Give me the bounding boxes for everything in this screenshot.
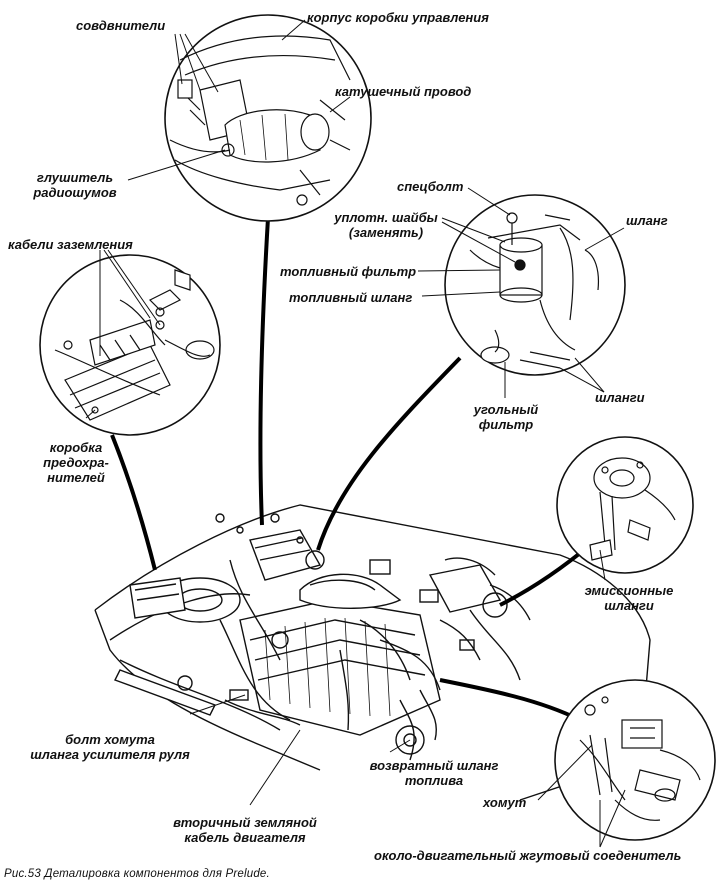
label-charcoal-filter-line1: угольный [473, 402, 539, 417]
label-radio-suppressor-line1: глушитель [36, 170, 114, 185]
detail-circle-harness [554, 679, 716, 841]
detail-circle-emission [556, 436, 694, 574]
label-emission-hoses-line2: шланги [604, 598, 654, 613]
label-coil-wire: катушечный провод [335, 84, 472, 99]
label-fuel-return-hose: возвратный шланг топлива [360, 758, 508, 788]
label-ps-clamp-bolt: болт хомута шланга усилителя руля [15, 732, 205, 762]
detail-circle-ground-cables [39, 254, 221, 436]
label-sealing-washers: уплотн. шайбы (заменять) [325, 210, 447, 240]
figure-caption: Рис.53 Деталировка компонентов для Prelu… [4, 868, 270, 880]
label-engine-ground-cable: вторичный земляной кабель двигателя [165, 815, 325, 845]
label-fuel-return-hose-line1: возвратный шланг [369, 758, 499, 773]
label-control-box-case: корпус коробки управления [307, 10, 489, 25]
label-pointer-lines [85, 19, 626, 848]
label-fuse-box-line2: предохра- [43, 455, 109, 470]
label-fuse-box-line1: коробка [49, 440, 103, 455]
label-hoses: шланги [595, 390, 645, 405]
label-clamp: хомут [483, 795, 527, 810]
label-special-bolt: спецболт [397, 179, 464, 194]
label-radio-suppressor: глушитель радиошумов [20, 170, 130, 200]
label-connectors-top: совдвнители [76, 18, 166, 33]
detail-circle-ignition [164, 14, 372, 222]
label-fuel-filter: топливный фильтр [280, 264, 417, 279]
label-engine-ground-cable-line1: вторичный земляной [173, 815, 317, 830]
detail-circle-fuel-filter [444, 194, 626, 376]
label-charcoal-filter: угольный фильтр [468, 402, 544, 432]
label-radio-suppressor-line2: радиошумов [33, 185, 117, 200]
label-fuel-hose: топливный шланг [289, 290, 413, 305]
label-sealing-washers-line1: уплотн. шайбы [334, 210, 438, 225]
label-engine-ground-cable-line2: кабель двигателя [184, 830, 306, 845]
label-charcoal-filter-line2: фильтр [478, 417, 534, 432]
label-emission-hoses-line1: эмиссионные [584, 583, 674, 598]
label-hose: шланг [626, 213, 668, 228]
label-ps-clamp-bolt-line1: болт хомута [65, 732, 155, 747]
label-engine-harness-connector: около-двигательный жгутовый соеденитель [374, 848, 682, 863]
label-sealing-washers-line2: (заменять) [348, 225, 424, 240]
label-ground-cables: кабели заземления [8, 237, 133, 252]
label-fuel-return-hose-line2: топлива [404, 773, 464, 788]
label-fuse-box: коробка предохра- нителей [30, 440, 122, 485]
label-emission-hoses: эмиссионные шланги [568, 583, 690, 613]
label-ps-clamp-bolt-line2: шланга усилителя руля [30, 747, 190, 762]
label-fuse-box-line3: нителей [47, 470, 105, 485]
engine-bay-drawing [94, 504, 651, 801]
